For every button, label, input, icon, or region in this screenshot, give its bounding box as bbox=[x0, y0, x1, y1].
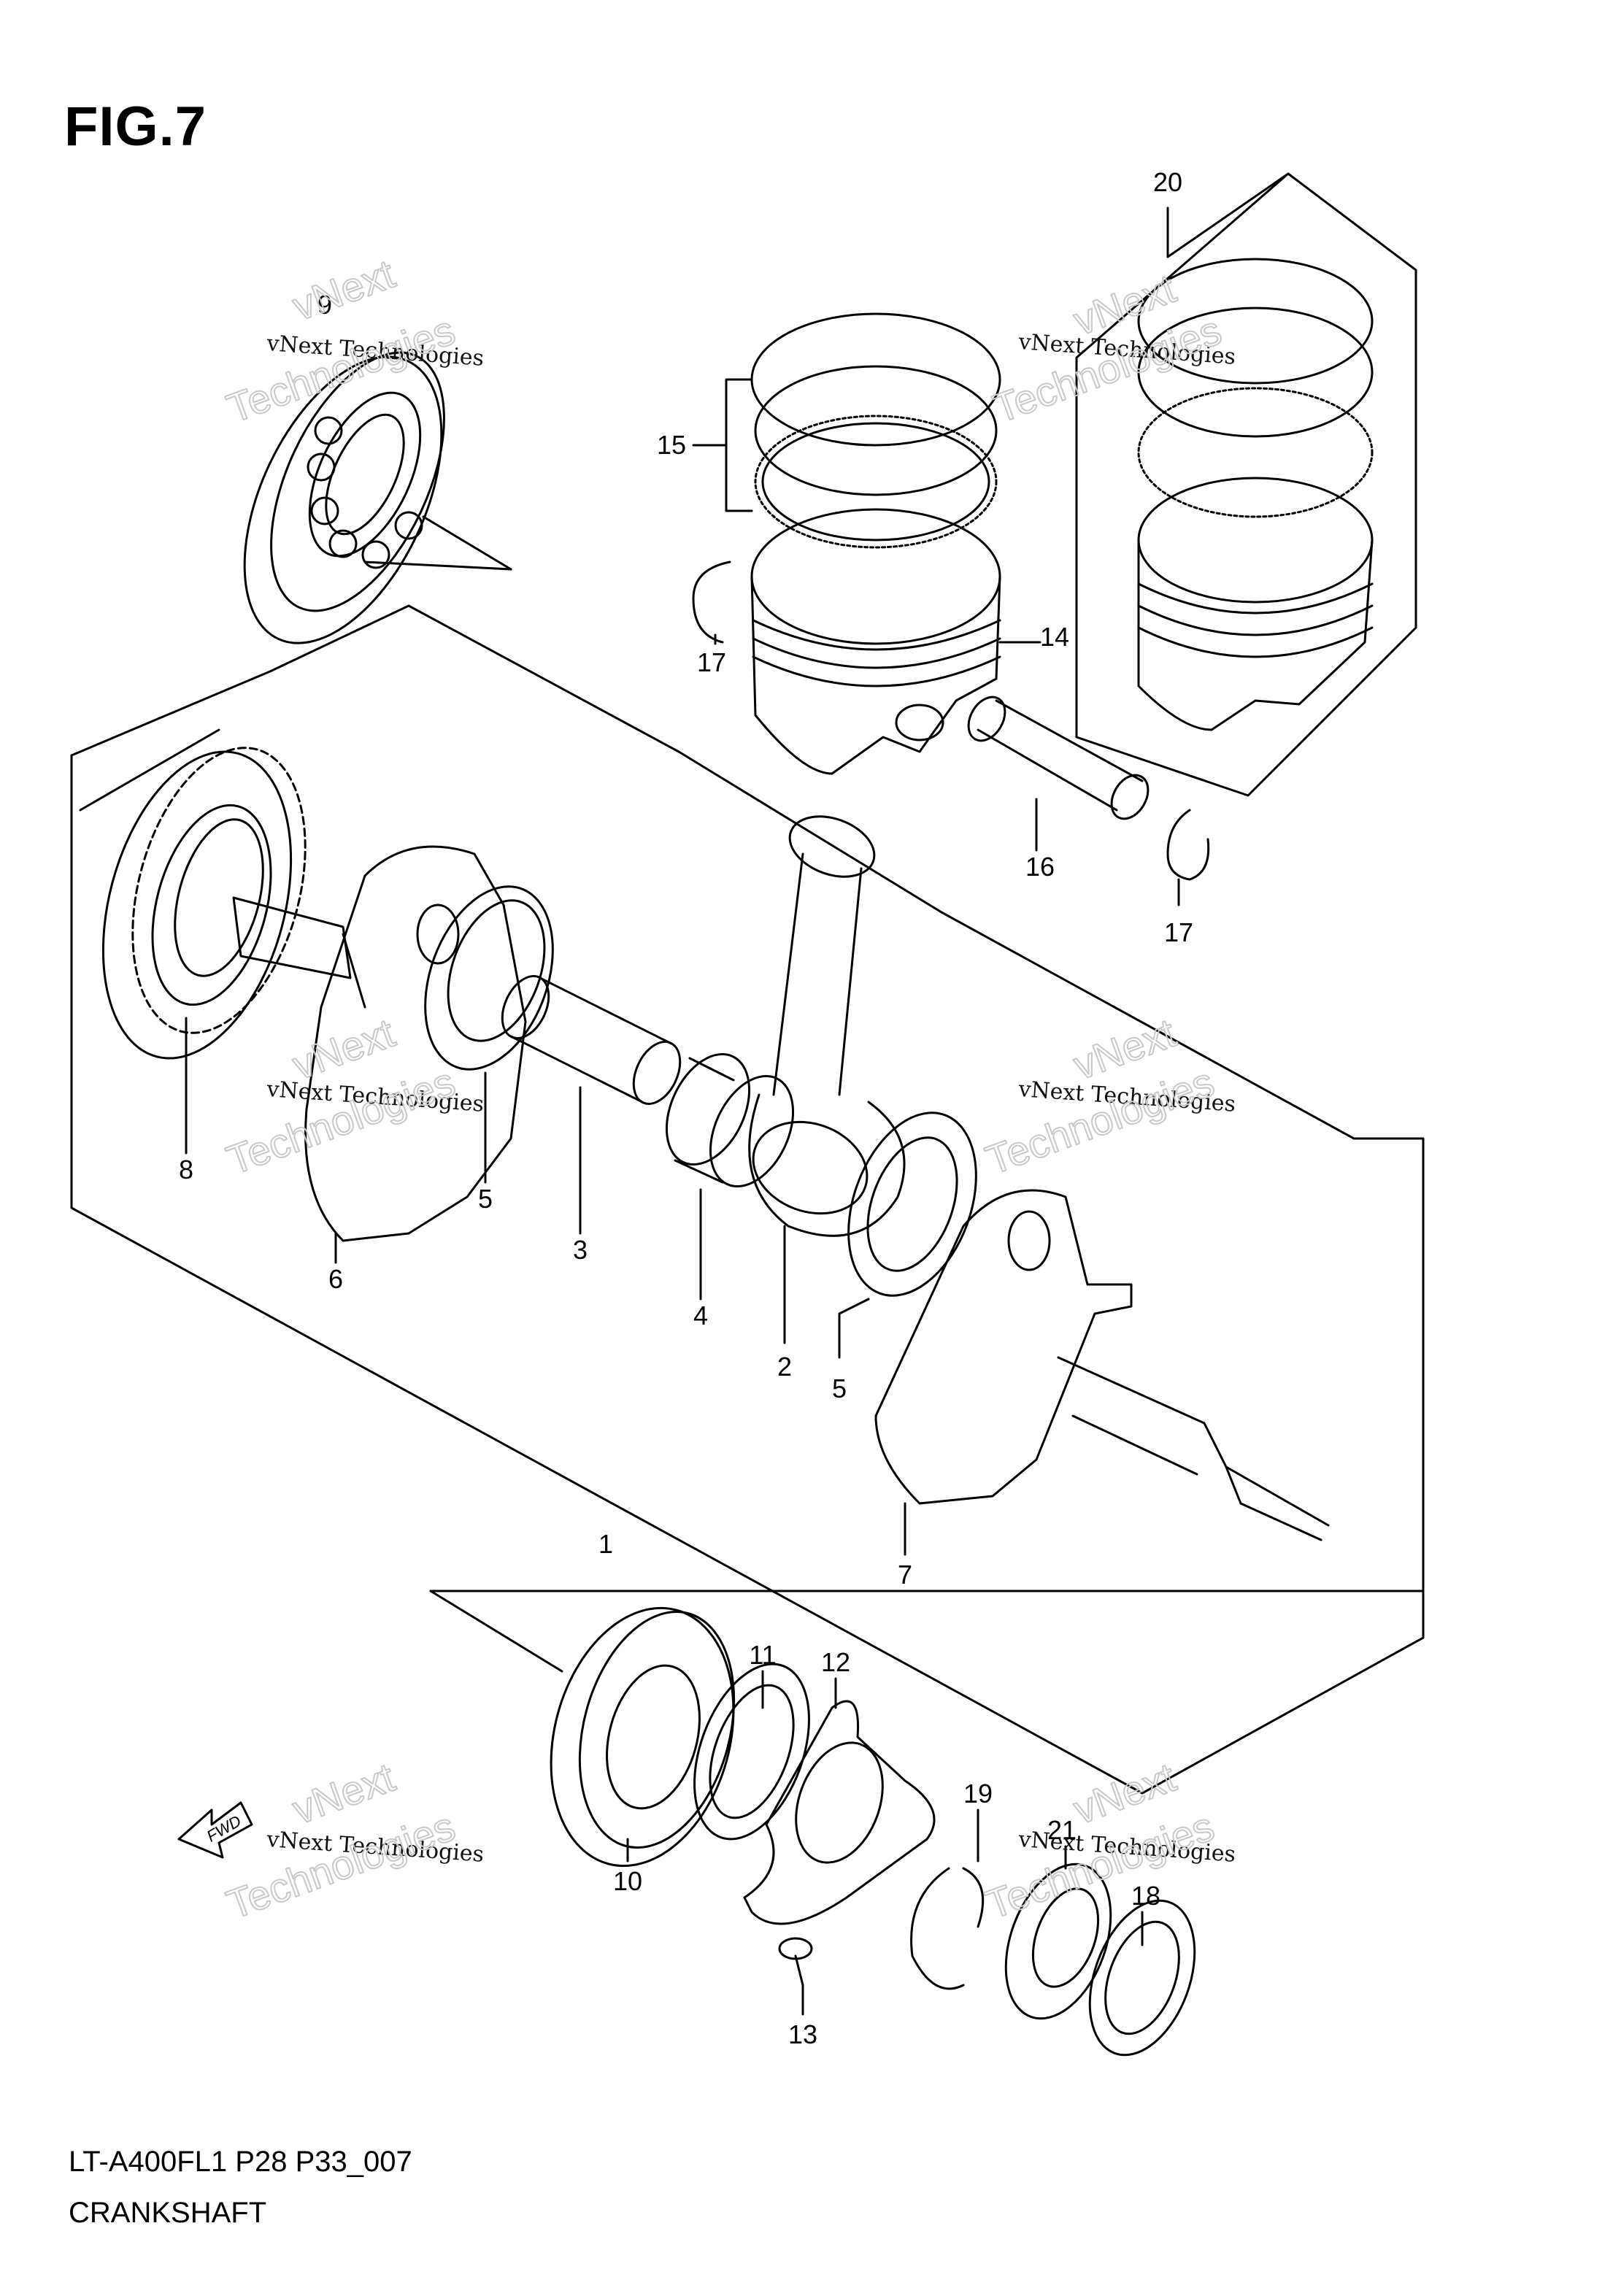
callout-1: 1 bbox=[598, 1529, 613, 1559]
bearing-9 bbox=[243, 351, 445, 644]
figure-code: LT-A400FL1 P28 P33_007 bbox=[69, 2146, 412, 2178]
ref-line-top bbox=[79, 728, 220, 812]
watermark-vnext: vNext bbox=[287, 250, 401, 329]
callout-20: 20 bbox=[1153, 167, 1182, 197]
crank-web-left bbox=[232, 845, 527, 1242]
piston-pin bbox=[967, 696, 1150, 820]
circlip-17-top bbox=[692, 560, 731, 644]
crankshaft-assembly-box bbox=[70, 604, 1425, 1795]
watermark-top-left: vNext vNext Technologies Technologies bbox=[220, 250, 485, 432]
callout-18: 18 bbox=[1131, 1881, 1160, 1911]
callout-15: 15 bbox=[657, 430, 686, 460]
crank-web-right bbox=[874, 1189, 1330, 1541]
watermark-top-right: vNext vNext Technologies Technologies bbox=[987, 264, 1237, 432]
watermark-middle-right: vNext vNext Technologies Technologies bbox=[979, 1009, 1237, 1184]
watermark-bottom-right: vNext vNext Technologies Technologies bbox=[979, 1753, 1237, 1928]
watermark-technologies: Technologies bbox=[221, 1058, 461, 1183]
bearing-10 bbox=[550, 1606, 736, 1868]
watermark-middle-left: vNext vNext Technologies Technologies bbox=[220, 1009, 485, 1184]
watermark-vnext: vNext bbox=[287, 1009, 401, 1088]
screw bbox=[778, 1937, 813, 1987]
callout-13: 13 bbox=[788, 2019, 817, 2049]
callout-9: 9 bbox=[317, 290, 332, 320]
watermark-bottom-left: vNext vNext Technologies Technologies bbox=[220, 1753, 485, 1928]
callout-10: 10 bbox=[613, 1866, 642, 1896]
callout-8: 8 bbox=[179, 1155, 193, 1184]
callout-7: 7 bbox=[898, 1560, 912, 1590]
callout-6: 6 bbox=[328, 1264, 343, 1294]
callout-14: 14 bbox=[1040, 622, 1069, 652]
figure-name: CRANKSHAFT bbox=[69, 2197, 267, 2229]
needle-bearing bbox=[665, 1052, 795, 1188]
crank-pin bbox=[501, 975, 682, 1105]
figure-title: FIG.7 bbox=[64, 96, 207, 158]
bearing-retainer bbox=[743, 1700, 936, 1925]
watermark-vnext: vNext bbox=[287, 1754, 401, 1833]
drive-gear bbox=[101, 747, 307, 1060]
piston-rings bbox=[750, 312, 1001, 549]
callout-2: 2 bbox=[777, 1352, 792, 1382]
callout-21: 21 bbox=[1047, 1815, 1077, 1845]
callout-5-left: 5 bbox=[478, 1184, 493, 1214]
bearing-21 bbox=[1004, 1862, 1112, 2020]
watermark-technologies: Technologies bbox=[221, 307, 461, 431]
circlip-19 bbox=[910, 1867, 985, 1990]
forward-direction-arrow bbox=[177, 1801, 253, 1859]
circlip-17-right bbox=[1166, 809, 1210, 881]
callout-17-right: 17 bbox=[1164, 917, 1193, 947]
piston-kit bbox=[1137, 258, 1374, 731]
piston bbox=[750, 508, 1001, 775]
callout-3: 3 bbox=[573, 1235, 588, 1265]
callout-12: 12 bbox=[821, 1647, 850, 1677]
callout-4: 4 bbox=[693, 1301, 708, 1330]
connecting-rod bbox=[748, 815, 906, 1237]
thrust-washer-right bbox=[847, 1112, 977, 1297]
thrust-washer-left bbox=[424, 885, 554, 1071]
callout-19: 19 bbox=[963, 1779, 993, 1808]
callout-11: 11 bbox=[749, 1640, 776, 1670]
watermark-technologies: Technologies bbox=[221, 1803, 461, 1927]
piston-kit-box bbox=[1075, 172, 1417, 797]
callout-17-top: 17 bbox=[697, 647, 726, 677]
oil-seal-11 bbox=[693, 1663, 810, 1841]
callout-16: 16 bbox=[1025, 852, 1055, 882]
callout-5-right: 5 bbox=[832, 1374, 847, 1403]
oil-seal-18 bbox=[1088, 1899, 1196, 2057]
